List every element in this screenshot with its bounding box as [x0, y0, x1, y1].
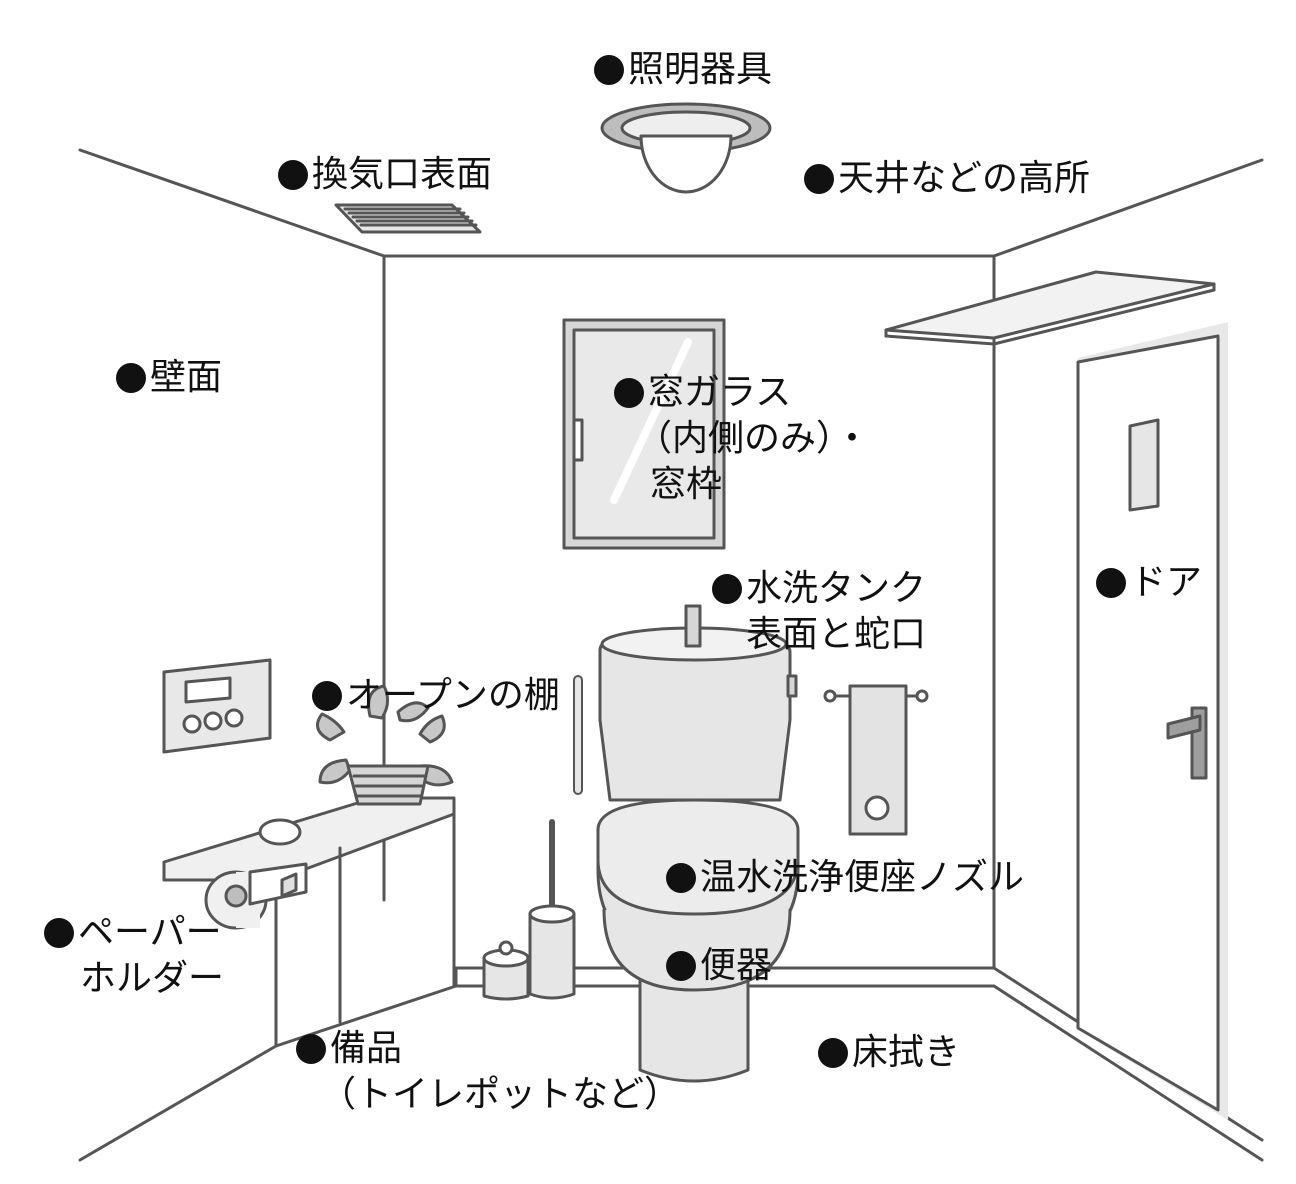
label-door-text: ドア — [1130, 562, 1203, 603]
label-tank-line2: 表面と蛇口 — [746, 614, 927, 655]
upper-rail-graphic — [884, 270, 1216, 346]
vent-graphic — [334, 203, 482, 234]
bullet-icon — [818, 1038, 848, 1068]
label-paper-holder: ペーパー ホルダー — [44, 910, 224, 1002]
label-paper-holder-line2: ホルダー — [80, 958, 225, 999]
label-window-line2: （内側のみ）・ — [636, 418, 871, 459]
label-door: ドア — [1096, 560, 1202, 606]
label-lighting-text: 照明器具 — [628, 49, 773, 90]
label-vent-text: 換気口表面 — [312, 154, 493, 195]
label-shelf-text: オープンの棚 — [346, 675, 560, 716]
paper-holder-graphic — [204, 862, 308, 930]
bullet-icon — [666, 951, 696, 981]
bullet-icon — [1096, 568, 1126, 598]
bullet-icon — [116, 363, 146, 393]
label-tank-line1: 水洗タンク — [746, 568, 927, 609]
counter-graphic — [162, 796, 458, 1048]
label-nozzle-text: 温水洗浄便座ノズル — [700, 857, 1025, 898]
toilet-graphic — [573, 604, 800, 1083]
light-fixture-graphic — [600, 102, 772, 194]
label-ceiling-text: 天井などの高所 — [838, 158, 1091, 199]
label-wall-text: 壁面 — [150, 357, 223, 398]
door-graphic — [1076, 322, 1228, 1120]
bullet-icon — [594, 55, 624, 85]
bullet-icon — [312, 681, 342, 711]
label-window: 窓ガラス （内側のみ）・ 窓枠 — [614, 370, 870, 508]
label-tank: 水洗タンク 表面と蛇口 — [712, 566, 926, 658]
bullet-icon — [614, 378, 644, 408]
label-supplies: 備品 （トイレポットなど） — [296, 1026, 680, 1118]
bullet-icon — [44, 918, 74, 948]
label-nozzle: 温水洗浄便座ノズル — [666, 855, 1024, 901]
label-toilet: 便器 — [666, 943, 772, 989]
label-lighting: 照明器具 — [594, 47, 772, 93]
label-window-line1: 窓ガラス — [648, 372, 792, 413]
label-ceiling: 天井などの高所 — [804, 156, 1090, 202]
wall-remote-graphic — [162, 658, 272, 754]
label-wall: 壁面 — [116, 355, 222, 401]
label-supplies-line2: （トイレポットなど） — [320, 1074, 681, 1115]
bullet-icon — [278, 160, 308, 190]
label-window-line3: 窓枠 — [650, 464, 723, 505]
window-graphic — [562, 318, 726, 550]
label-vent: 換気口表面 — [278, 152, 492, 198]
label-floor-text: 床拭き — [852, 1032, 961, 1073]
towel-graphic — [823, 684, 929, 836]
label-supplies-line1: 備品 — [330, 1028, 403, 1069]
bullet-icon — [666, 863, 696, 893]
brush-and-pot-graphic — [482, 819, 576, 1001]
label-floor: 床拭き — [818, 1030, 960, 1076]
bullet-icon — [712, 574, 742, 604]
label-shelf: オープンの棚 — [312, 673, 560, 719]
bullet-icon — [804, 164, 834, 194]
plant-graphic — [316, 684, 454, 806]
label-paper-holder-line1: ペーパー — [78, 912, 222, 953]
bullet-icon — [296, 1034, 326, 1064]
label-toilet-text: 便器 — [700, 945, 773, 986]
